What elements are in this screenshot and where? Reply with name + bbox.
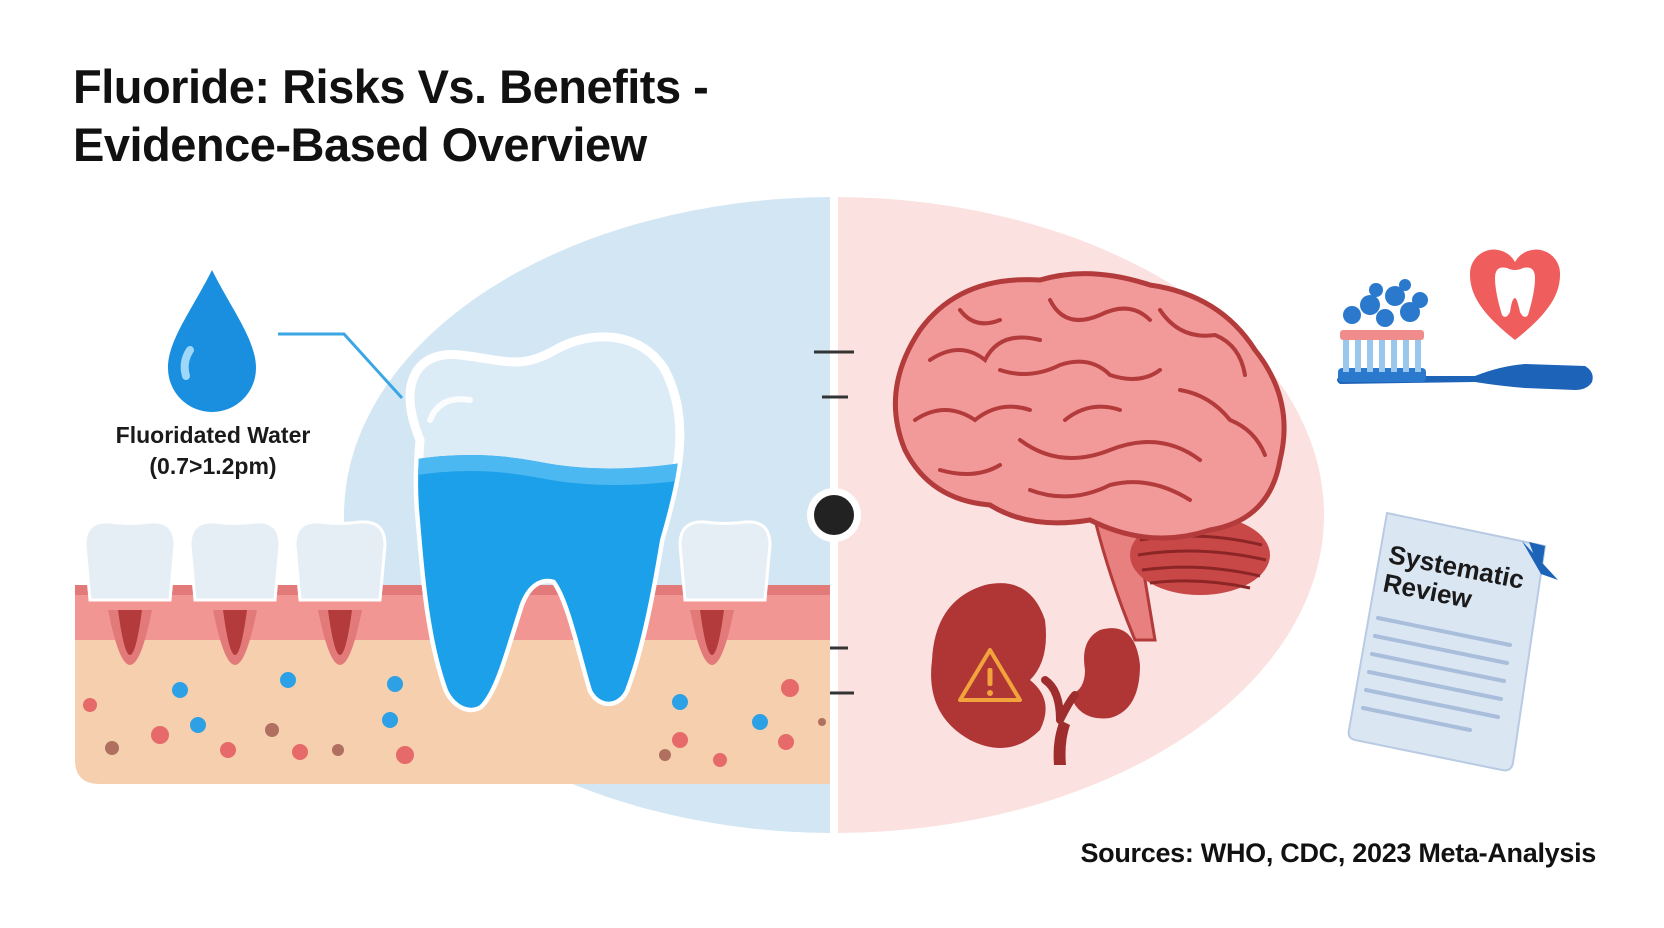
brain-icon	[892, 271, 1287, 642]
page-title: Fluoride: Risks Vs. Benefits - Evidence-…	[73, 58, 709, 174]
kidney-icon	[931, 583, 1140, 765]
heart-tooth-icon	[1469, 249, 1561, 340]
water-label-line-1: Fluoridated Water	[115, 422, 311, 448]
warning-icon	[958, 648, 1022, 702]
background-teeth	[83, 520, 772, 602]
water-label-line-2: (0.7>1.2pm)	[149, 453, 277, 479]
water-drop-icon	[168, 270, 256, 412]
toothbrush-icon	[1337, 279, 1593, 390]
document-icon: Systematic Review	[1347, 511, 1558, 772]
title-line-1: Fluoride: Risks Vs. Benefits -	[73, 60, 709, 113]
fluoridated-water-label: Fluoridated Water (0.7>1.2pm)	[88, 420, 338, 482]
connector-line	[278, 332, 404, 400]
title-line-2: Evidence-Based Overview	[73, 118, 647, 171]
sources-note: Sources: WHO, CDC, 2023 Meta-Analysis	[1080, 838, 1596, 868]
